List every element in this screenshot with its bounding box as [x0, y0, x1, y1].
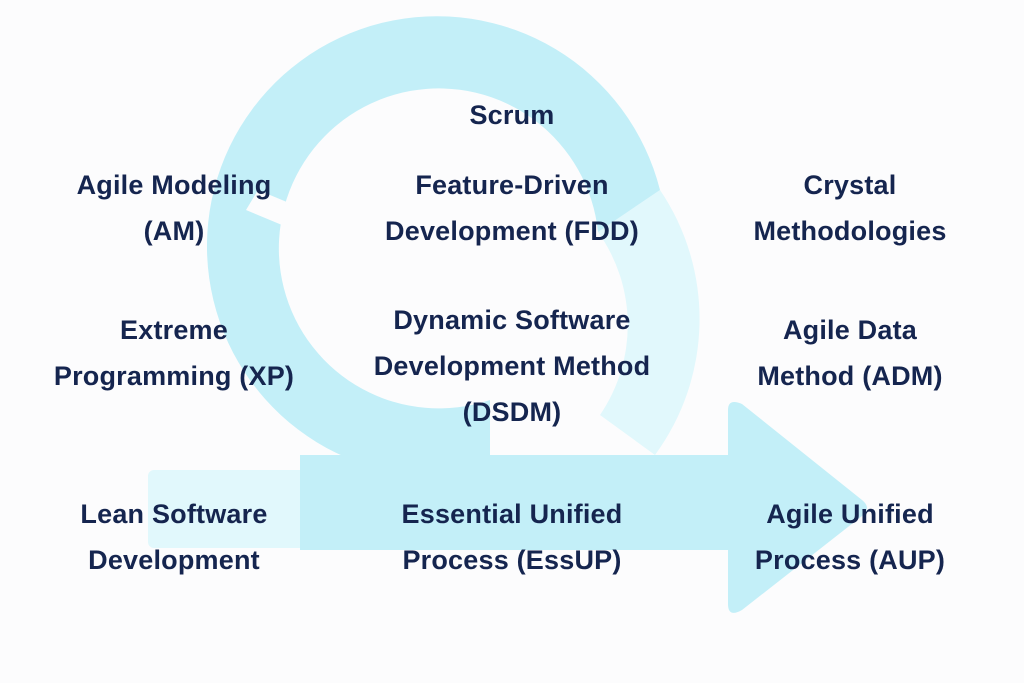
label-line: Method (ADM) [757, 361, 943, 391]
label-line: Development [88, 545, 260, 575]
label-scrum: Scrum [342, 92, 682, 138]
arrow-shaft [300, 455, 740, 550]
label-line: (DSDM) [462, 397, 562, 427]
label-line: Methodologies [753, 216, 947, 246]
label-line: Lean Software [80, 499, 268, 529]
label-line: Development Method [373, 351, 651, 381]
label-agile-modeling: Agile Modeling (AM) [4, 162, 344, 254]
label-line: Process (AUP) [754, 545, 946, 575]
label-line: Dynamic Software [393, 305, 631, 335]
ring-main-segment [206, 16, 661, 477]
label-line: Agile Modeling [76, 170, 272, 200]
label-line: Scrum [469, 100, 555, 130]
ring-gap [246, 190, 330, 240]
arrow-head [728, 402, 867, 613]
label-line: Development (FDD) [385, 216, 639, 246]
label-line: Agile Data [782, 315, 918, 345]
label-line: Feature-Driven [415, 170, 609, 200]
label-line: Essential Unified [401, 499, 623, 529]
label-line: Crystal [803, 170, 897, 200]
label-line: Extreme [120, 315, 228, 345]
ring-lower-right-segment [598, 190, 700, 455]
label-line: Programming (XP) [53, 361, 295, 391]
label-line: Process (EssUP) [402, 545, 622, 575]
label-line: (AM) [143, 216, 205, 246]
label-line: Agile Unified [766, 499, 934, 529]
